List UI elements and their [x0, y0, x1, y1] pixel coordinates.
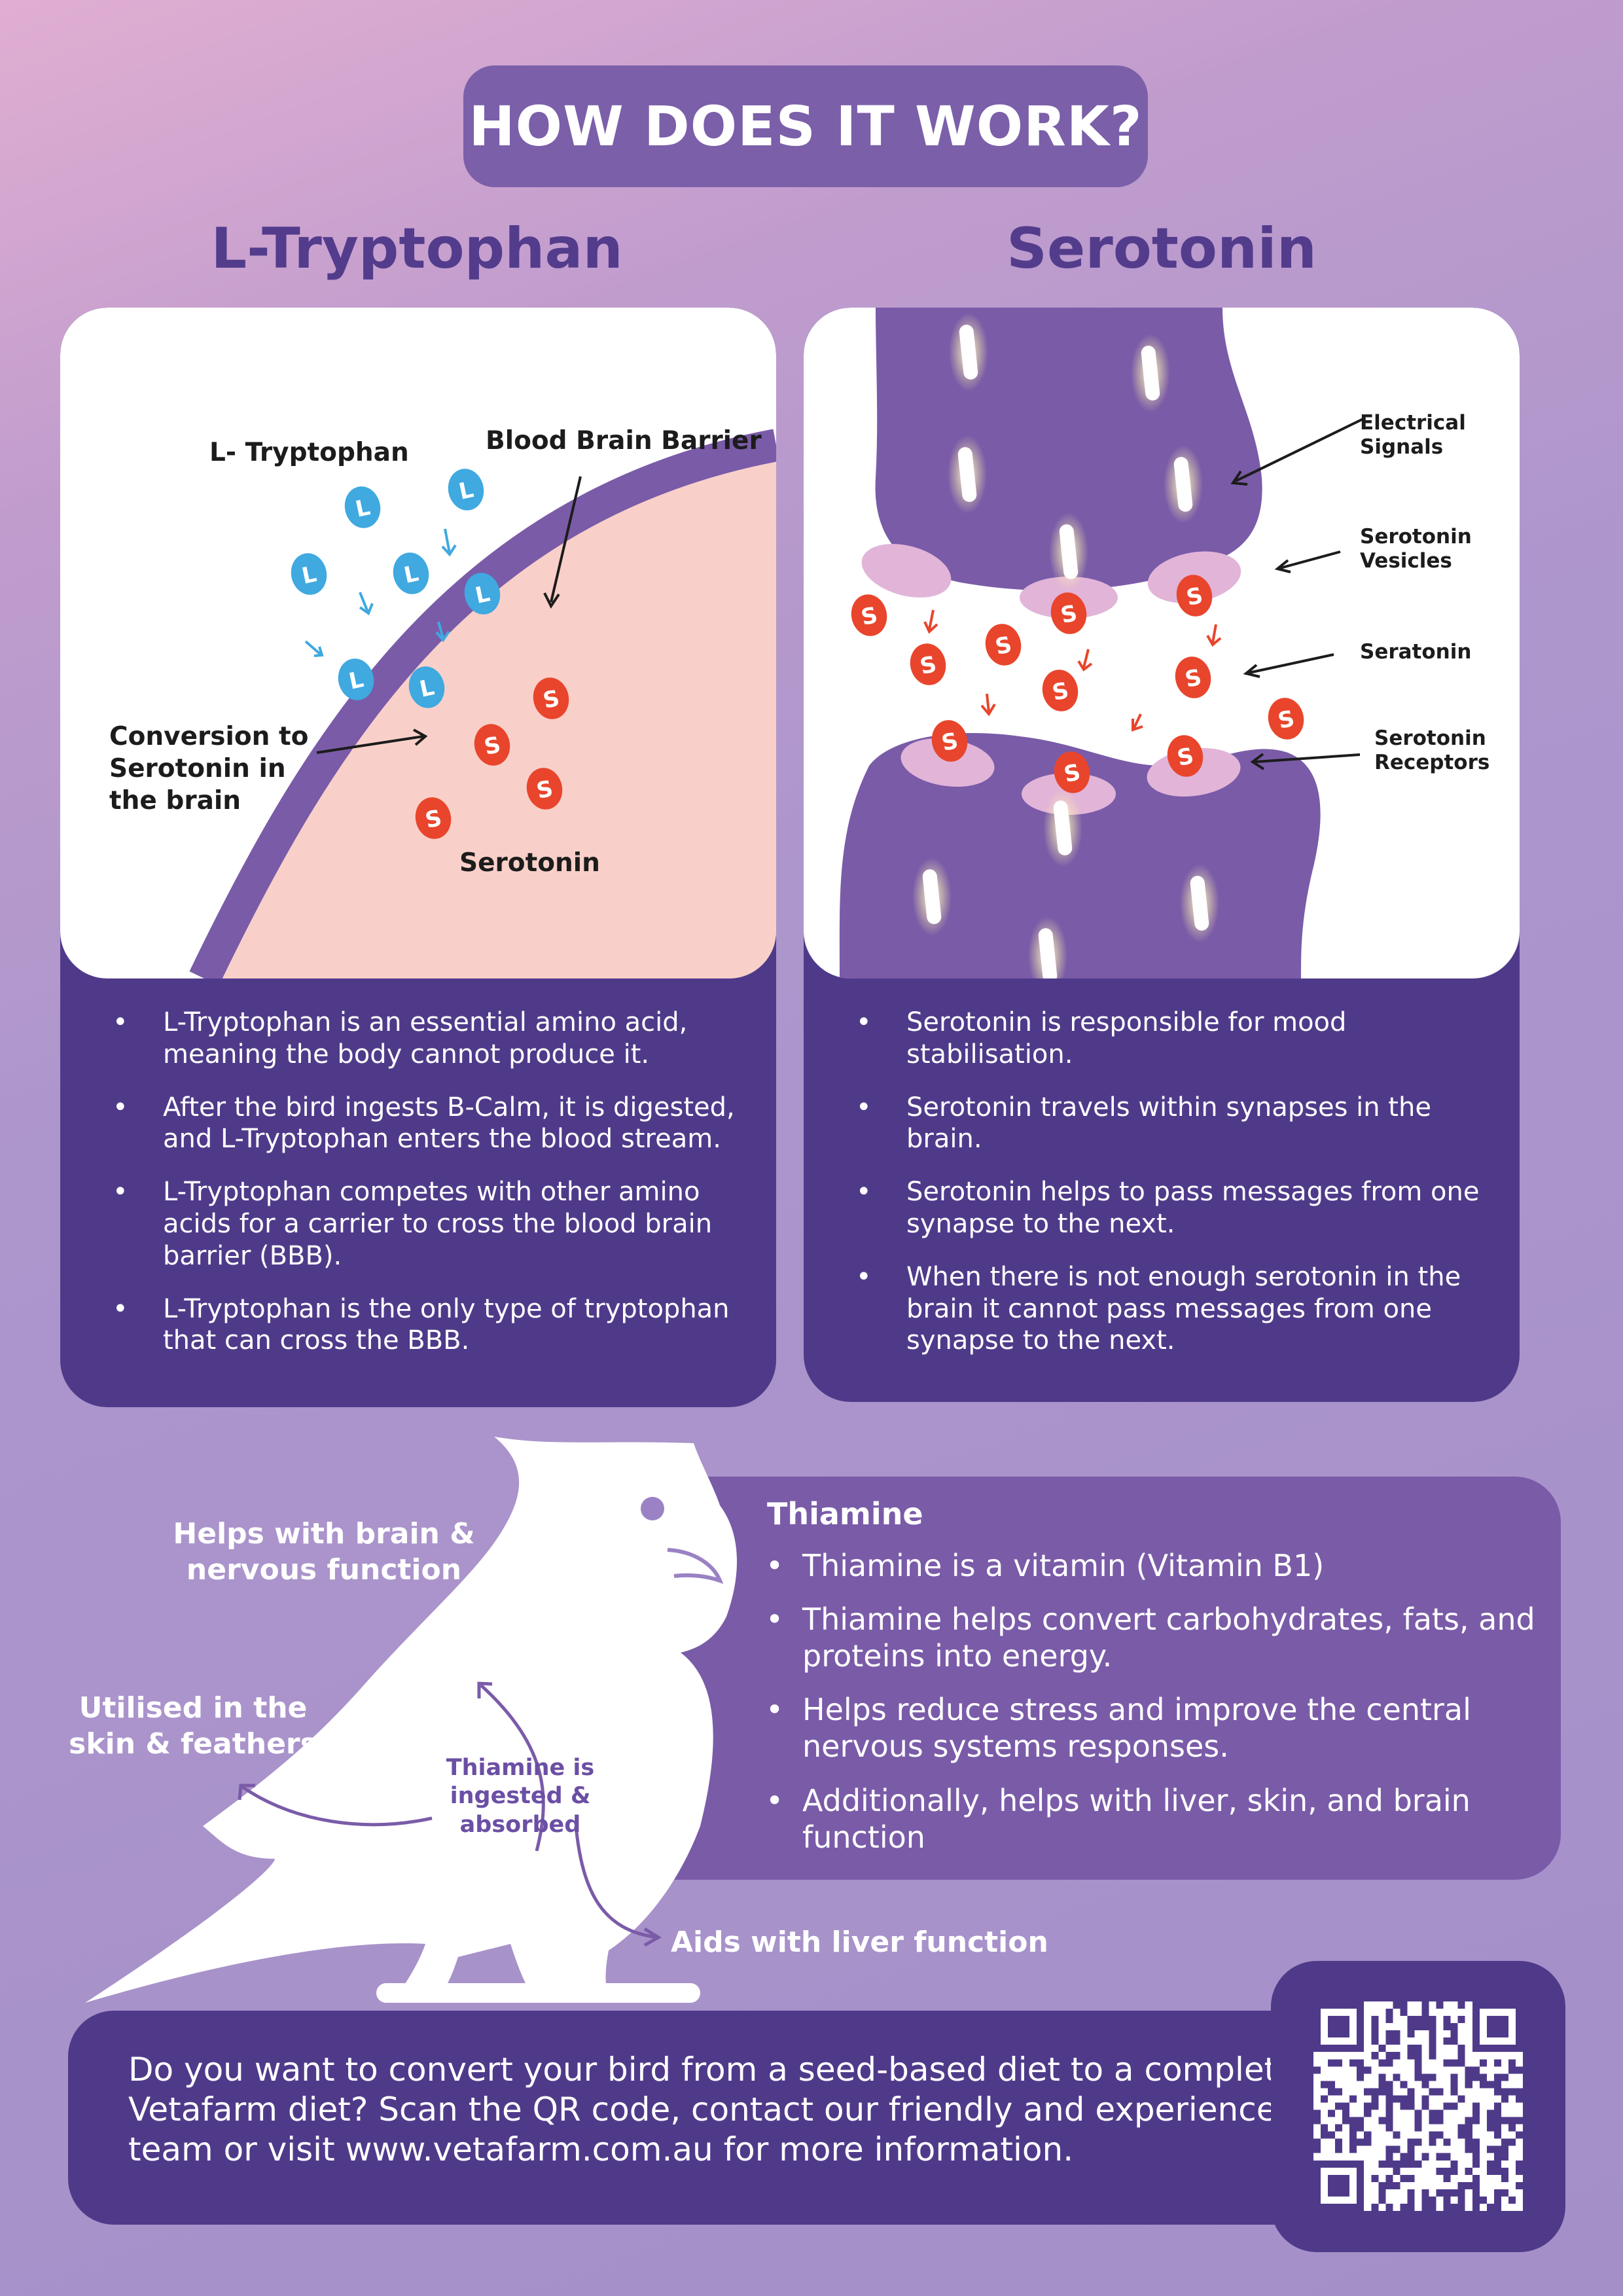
label-serotonin-receptors: Serotonin Receptors: [1374, 726, 1490, 775]
electrical-signal: [1028, 916, 1067, 978]
label-electrical-signals: Electrical Signals: [1360, 411, 1466, 459]
list-item: Thiamine is a vitamin (Vitamin B1): [766, 1547, 1538, 1584]
list-item: When there is not enough serotonin in th…: [856, 1261, 1510, 1357]
list-item: Serotonin is responsible for mood stabil…: [856, 1007, 1510, 1071]
bird-perch: [376, 1983, 700, 2003]
bird-beak-line: [667, 1548, 724, 1585]
page-title-pill: HOW DOES IT WORK?: [463, 65, 1148, 187]
electrical-signal: [1180, 864, 1219, 942]
label-serotonin: Serotonin: [459, 848, 600, 878]
qr-code[interactable]: [1313, 2001, 1523, 2211]
tryptophan-bullet-list: L-Tryptophan is an essential amino acid,…: [113, 1007, 751, 1378]
list-item: Serotonin helps to pass messages from on…: [856, 1176, 1510, 1240]
bird-silhouette: [85, 1437, 738, 2003]
label-ingested: Thiamine is ingested & absorbed: [446, 1755, 595, 1838]
serotonin-molecule: S: [931, 720, 968, 762]
thiamine-heading: Thiamine: [767, 1496, 923, 1532]
serotonin-molecule: S: [474, 724, 510, 766]
qr-panel: [1271, 1961, 1565, 2252]
electrical-signal-glows: [912, 313, 1219, 978]
electrical-signal: [949, 313, 988, 391]
serotonin-molecule: S: [1042, 670, 1079, 711]
label-seratonin: Seratonin: [1360, 640, 1472, 664]
electrical-signal: [948, 435, 987, 514]
list-item: Thiamine helps convert carbohydrates, fa…: [766, 1601, 1538, 1674]
tryptophan-heading: L-Tryptophan: [211, 216, 623, 281]
electrical-signal: [1049, 512, 1088, 591]
serotonin-molecule: S: [910, 643, 946, 685]
blood-brain-barrier: [189, 429, 776, 978]
electrical-signal: [1131, 334, 1170, 412]
electrical-signal: [912, 857, 952, 936]
serotonin-molecule: S: [415, 797, 452, 839]
list-item: After the bird ingests B-Calm, it is dig…: [113, 1092, 751, 1156]
label-l-tryptophan: L- Tryptophan: [209, 438, 409, 467]
serotonin-molecule: S: [533, 677, 569, 719]
cockatoo-body: [85, 1437, 738, 2003]
cta-box: Do you want to convert your bird from a …: [68, 2011, 1377, 2225]
serotonin-flow-arrows: [923, 609, 1222, 732]
label-blood-brain-barrier: Blood Brain Barrier: [486, 426, 762, 456]
l-tryptophan-molecule: L: [338, 658, 374, 700]
label-serotonin-vesicles: Serotonin Vesicles: [1360, 525, 1472, 573]
bird-eye: [641, 1497, 664, 1520]
serotonin-bullet-list: Serotonin is responsible for mood stabil…: [856, 1007, 1510, 1378]
synapse-pointer-arrows: [1230, 418, 1364, 770]
label-conversion: Conversion to Serotonin in the brain: [109, 722, 309, 816]
brain-region: [204, 445, 776, 978]
serotonin-molecule: S: [1176, 575, 1213, 617]
tryptophan-arrows: [304, 528, 457, 657]
serotonin-molecule: S: [1175, 656, 1211, 698]
thiamine-info-box: Thiamine Thiamine is a vitamin (Vitamin …: [576, 1477, 1561, 1880]
cta-text: Do you want to convert your bird from a …: [128, 2051, 1298, 2168]
l-tryptophan-molecule: L: [408, 666, 445, 708]
electrical-signal: [1043, 789, 1082, 867]
label-liver-function: Aids with liver function: [671, 1926, 1048, 1959]
list-item: Additionally, helps with liver, skin, an…: [766, 1782, 1538, 1856]
l-tryptophan-molecule: L: [291, 553, 327, 595]
thiamine-bullet-list: Thiamine is a vitamin (Vitamin B1) Thiam…: [766, 1547, 1538, 1873]
l-tryptophan-molecule: L: [464, 573, 501, 615]
l-tryptophan-molecule: L: [393, 552, 429, 594]
list-item: Serotonin travels within synapses in the…: [856, 1092, 1510, 1156]
list-item: L-Tryptophan competes with other amino a…: [113, 1176, 751, 1272]
serotonin-molecule: S: [1167, 735, 1204, 777]
serotonin-molecule: S: [1050, 592, 1087, 634]
list-item: L-Tryptophan is an essential amino acid,…: [113, 1007, 751, 1071]
list-item: L-Tryptophan is the only type of tryptop…: [113, 1293, 751, 1357]
page-title: HOW DOES IT WORK?: [469, 94, 1143, 158]
serotonin-molecule: S: [851, 594, 887, 636]
list-item: Helps reduce stress and improve the cent…: [766, 1691, 1538, 1765]
serotonin-heading: Serotonin: [1007, 216, 1317, 281]
pointer-arrows: [316, 476, 582, 754]
l-tryptophan-molecule: L: [448, 469, 484, 511]
serotonin-molecule: S: [985, 624, 1022, 666]
label-brain-function: Helps with brain & nervous function: [173, 1517, 475, 1587]
serotonin-molecule: S: [526, 768, 563, 810]
thiamine-flow-arrows: [238, 1681, 662, 1947]
serotonin-molecule: S: [1054, 751, 1090, 793]
electrical-signal: [1164, 445, 1203, 524]
serotonin-molecule: S: [1268, 698, 1304, 740]
label-skin-feathers: Utilised in the skin & feathers: [69, 1691, 317, 1761]
l-tryptophan-molecule: L: [344, 486, 381, 528]
